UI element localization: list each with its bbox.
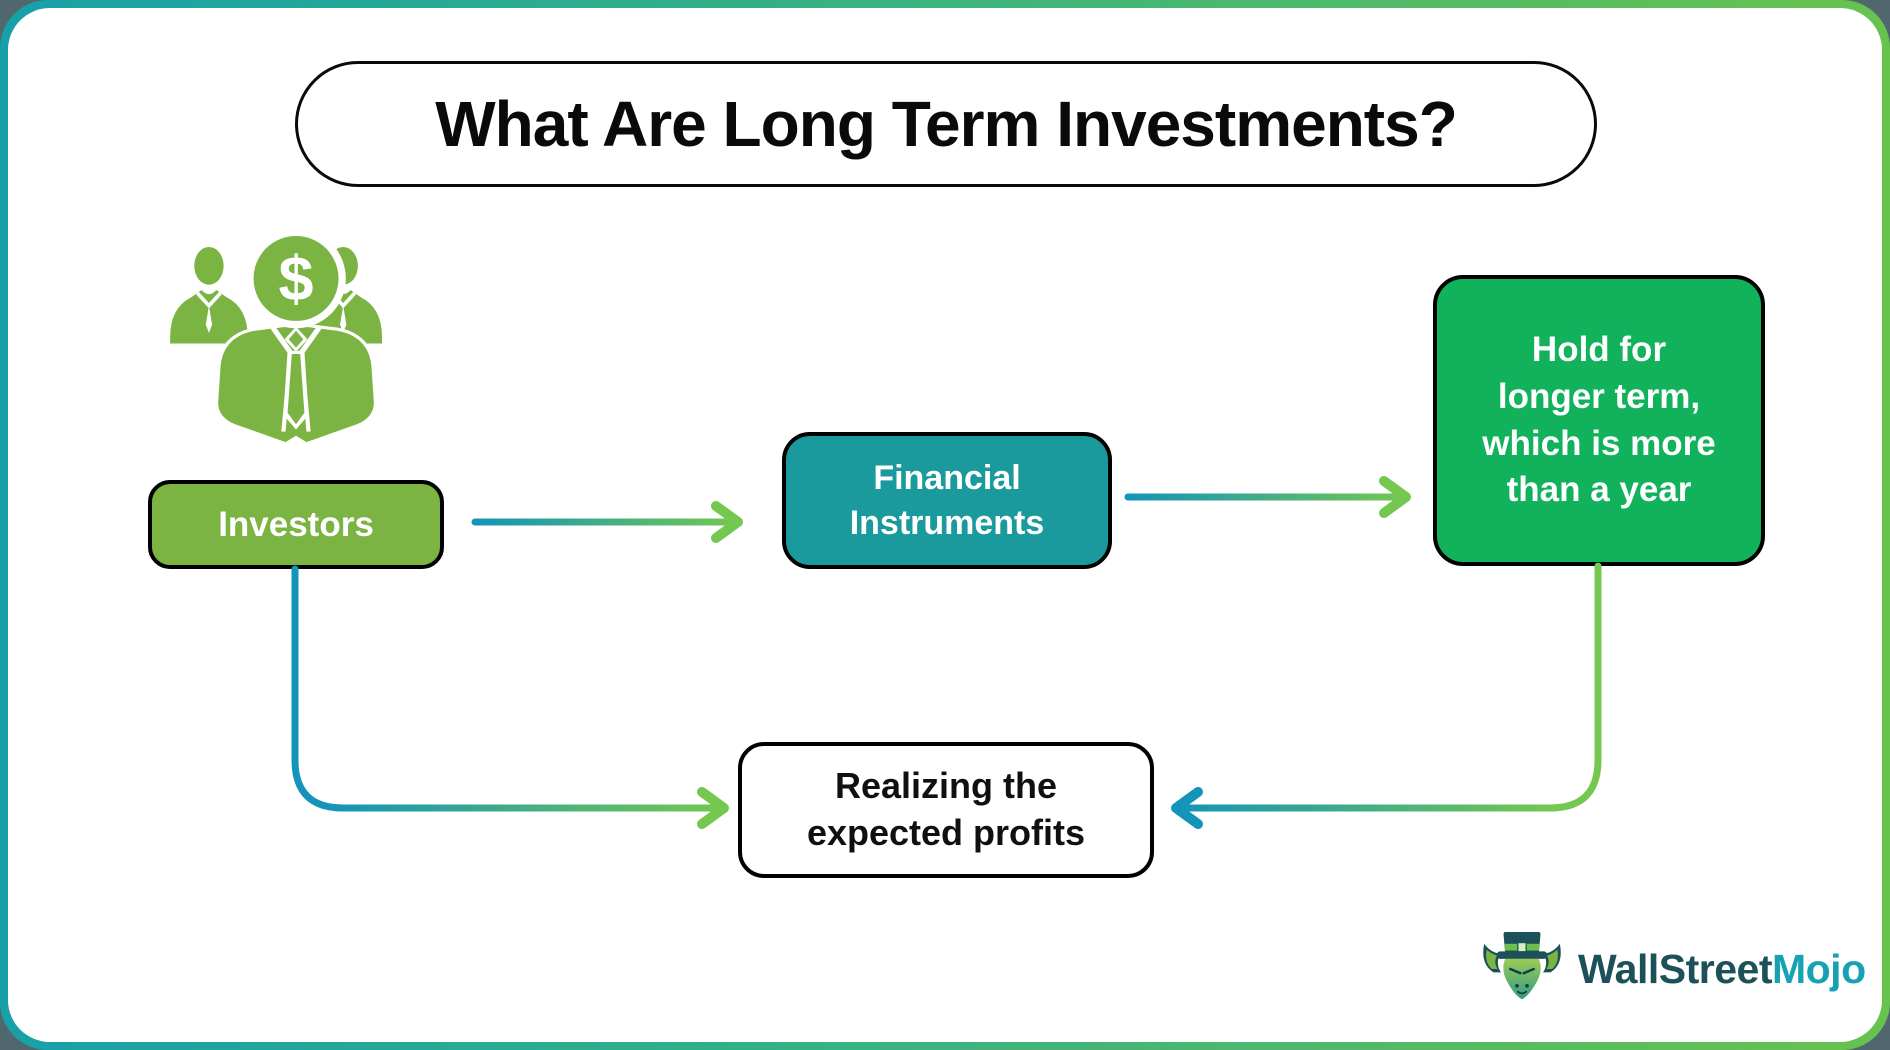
node-financial-instruments-label: Financial Instruments (849, 459, 1045, 542)
brand-name: WallStreetMojo (1578, 926, 1866, 1012)
bull-with-top-hat-icon (1483, 932, 1561, 1000)
node-realizing-profits: Realizing the expected profits (738, 742, 1154, 878)
brand-mojo: Mojo (1771, 946, 1866, 992)
center-businessman-icon (215, 322, 377, 446)
left-businessman-icon (170, 246, 248, 344)
node-investors: Investors (148, 480, 444, 569)
node-realizing-profits-label: Realizing the expected profits (806, 765, 1086, 853)
wallstreetmojo-logo: WallStreetMojo (1480, 926, 1866, 1012)
node-investors-label: Investors (218, 504, 374, 544)
node-hold-longer-term: Hold for longer term, which is more than… (1433, 275, 1765, 566)
title-pill: What Are Long Term Investments? (295, 61, 1597, 187)
dollar-coin-icon: $ (246, 228, 346, 329)
node-hold-longer-term-label: Hold for longer term, which is more than… (1482, 329, 1716, 510)
dollar-symbol: $ (279, 244, 314, 314)
node-financial-instruments: Financial Instruments (782, 432, 1112, 569)
investors-group-icon: $ (170, 228, 383, 446)
brand-wallstreet: WallStreet (1578, 946, 1772, 992)
page-title: What Are Long Term Investments? (435, 88, 1458, 160)
